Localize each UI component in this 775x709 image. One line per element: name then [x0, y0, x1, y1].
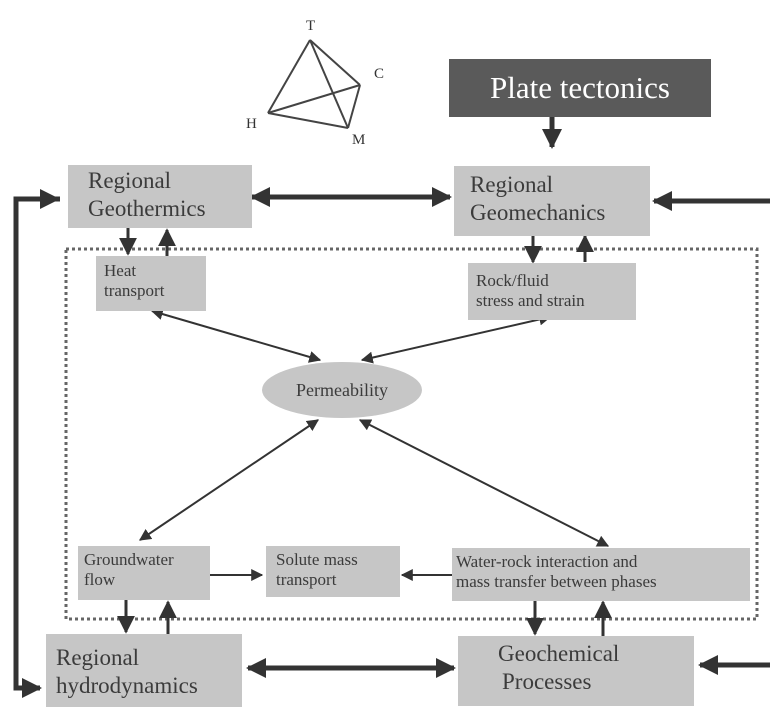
regional-geomechanics-box: Regional Geomechanics	[454, 166, 650, 236]
geochemical-processes-box: Geochemical Processes	[458, 636, 694, 706]
regional-geomechanics-line1: Regional	[470, 172, 554, 197]
geochemical-line2: Processes	[502, 669, 592, 694]
plate-tectonics-box: Plate tectonics	[449, 59, 711, 117]
geochemical-line1: Geochemical	[498, 641, 620, 666]
tetrahedron-sketch	[267, 39, 361, 129]
heat-transport-box: Heat transport	[96, 256, 206, 311]
rock-fluid-line2: stress and strain	[476, 291, 585, 310]
regional-geothermics-line2: Geothermics	[88, 196, 206, 221]
groundwater-flow-line2: flow	[84, 570, 116, 589]
solute-mass-line2: transport	[276, 570, 337, 589]
rock-fluid-line1: Rock/fluid	[476, 271, 549, 290]
regional-geothermics-box: Regional Geothermics	[68, 165, 252, 228]
regional-hydrodynamics-line1: Regional	[56, 645, 140, 670]
permeability-domain-boundary	[64, 247, 759, 621]
solute-mass-transport-box: Solute mass transport	[266, 546, 400, 597]
regional-geomechanics-line2: Geomechanics	[470, 200, 606, 225]
vertex-label-h: H	[246, 116, 257, 132]
vertex-label-m: M	[352, 132, 366, 148]
permeability-node: Permeability	[262, 362, 422, 418]
water-rock-line1: Water-rock interaction and	[456, 552, 638, 571]
vertex-label-c: C	[374, 66, 385, 82]
heat-transport-line2: transport	[104, 281, 165, 300]
water-rock-line2: mass transfer between phases	[456, 572, 657, 591]
water-rock-interaction-box: Water-rock interaction and mass transfer…	[452, 548, 750, 601]
groundwater-flow-line1: Groundwater	[84, 550, 174, 569]
solute-mass-line1: Solute mass	[276, 550, 358, 569]
regional-geothermics-line1: Regional	[88, 168, 172, 193]
groundwater-flow-box: Groundwater flow	[78, 546, 210, 600]
regional-hydrodynamics-line2: hydrodynamics	[56, 673, 198, 698]
regional-hydrodynamics-box: Regional hydrodynamics	[46, 634, 242, 707]
rock-fluid-stress-box: Rock/fluid stress and strain	[468, 263, 636, 320]
arrow-loop-left	[13, 196, 60, 698]
vertex-label-t: T	[306, 18, 316, 34]
heat-transport-line1: Heat	[104, 261, 137, 280]
